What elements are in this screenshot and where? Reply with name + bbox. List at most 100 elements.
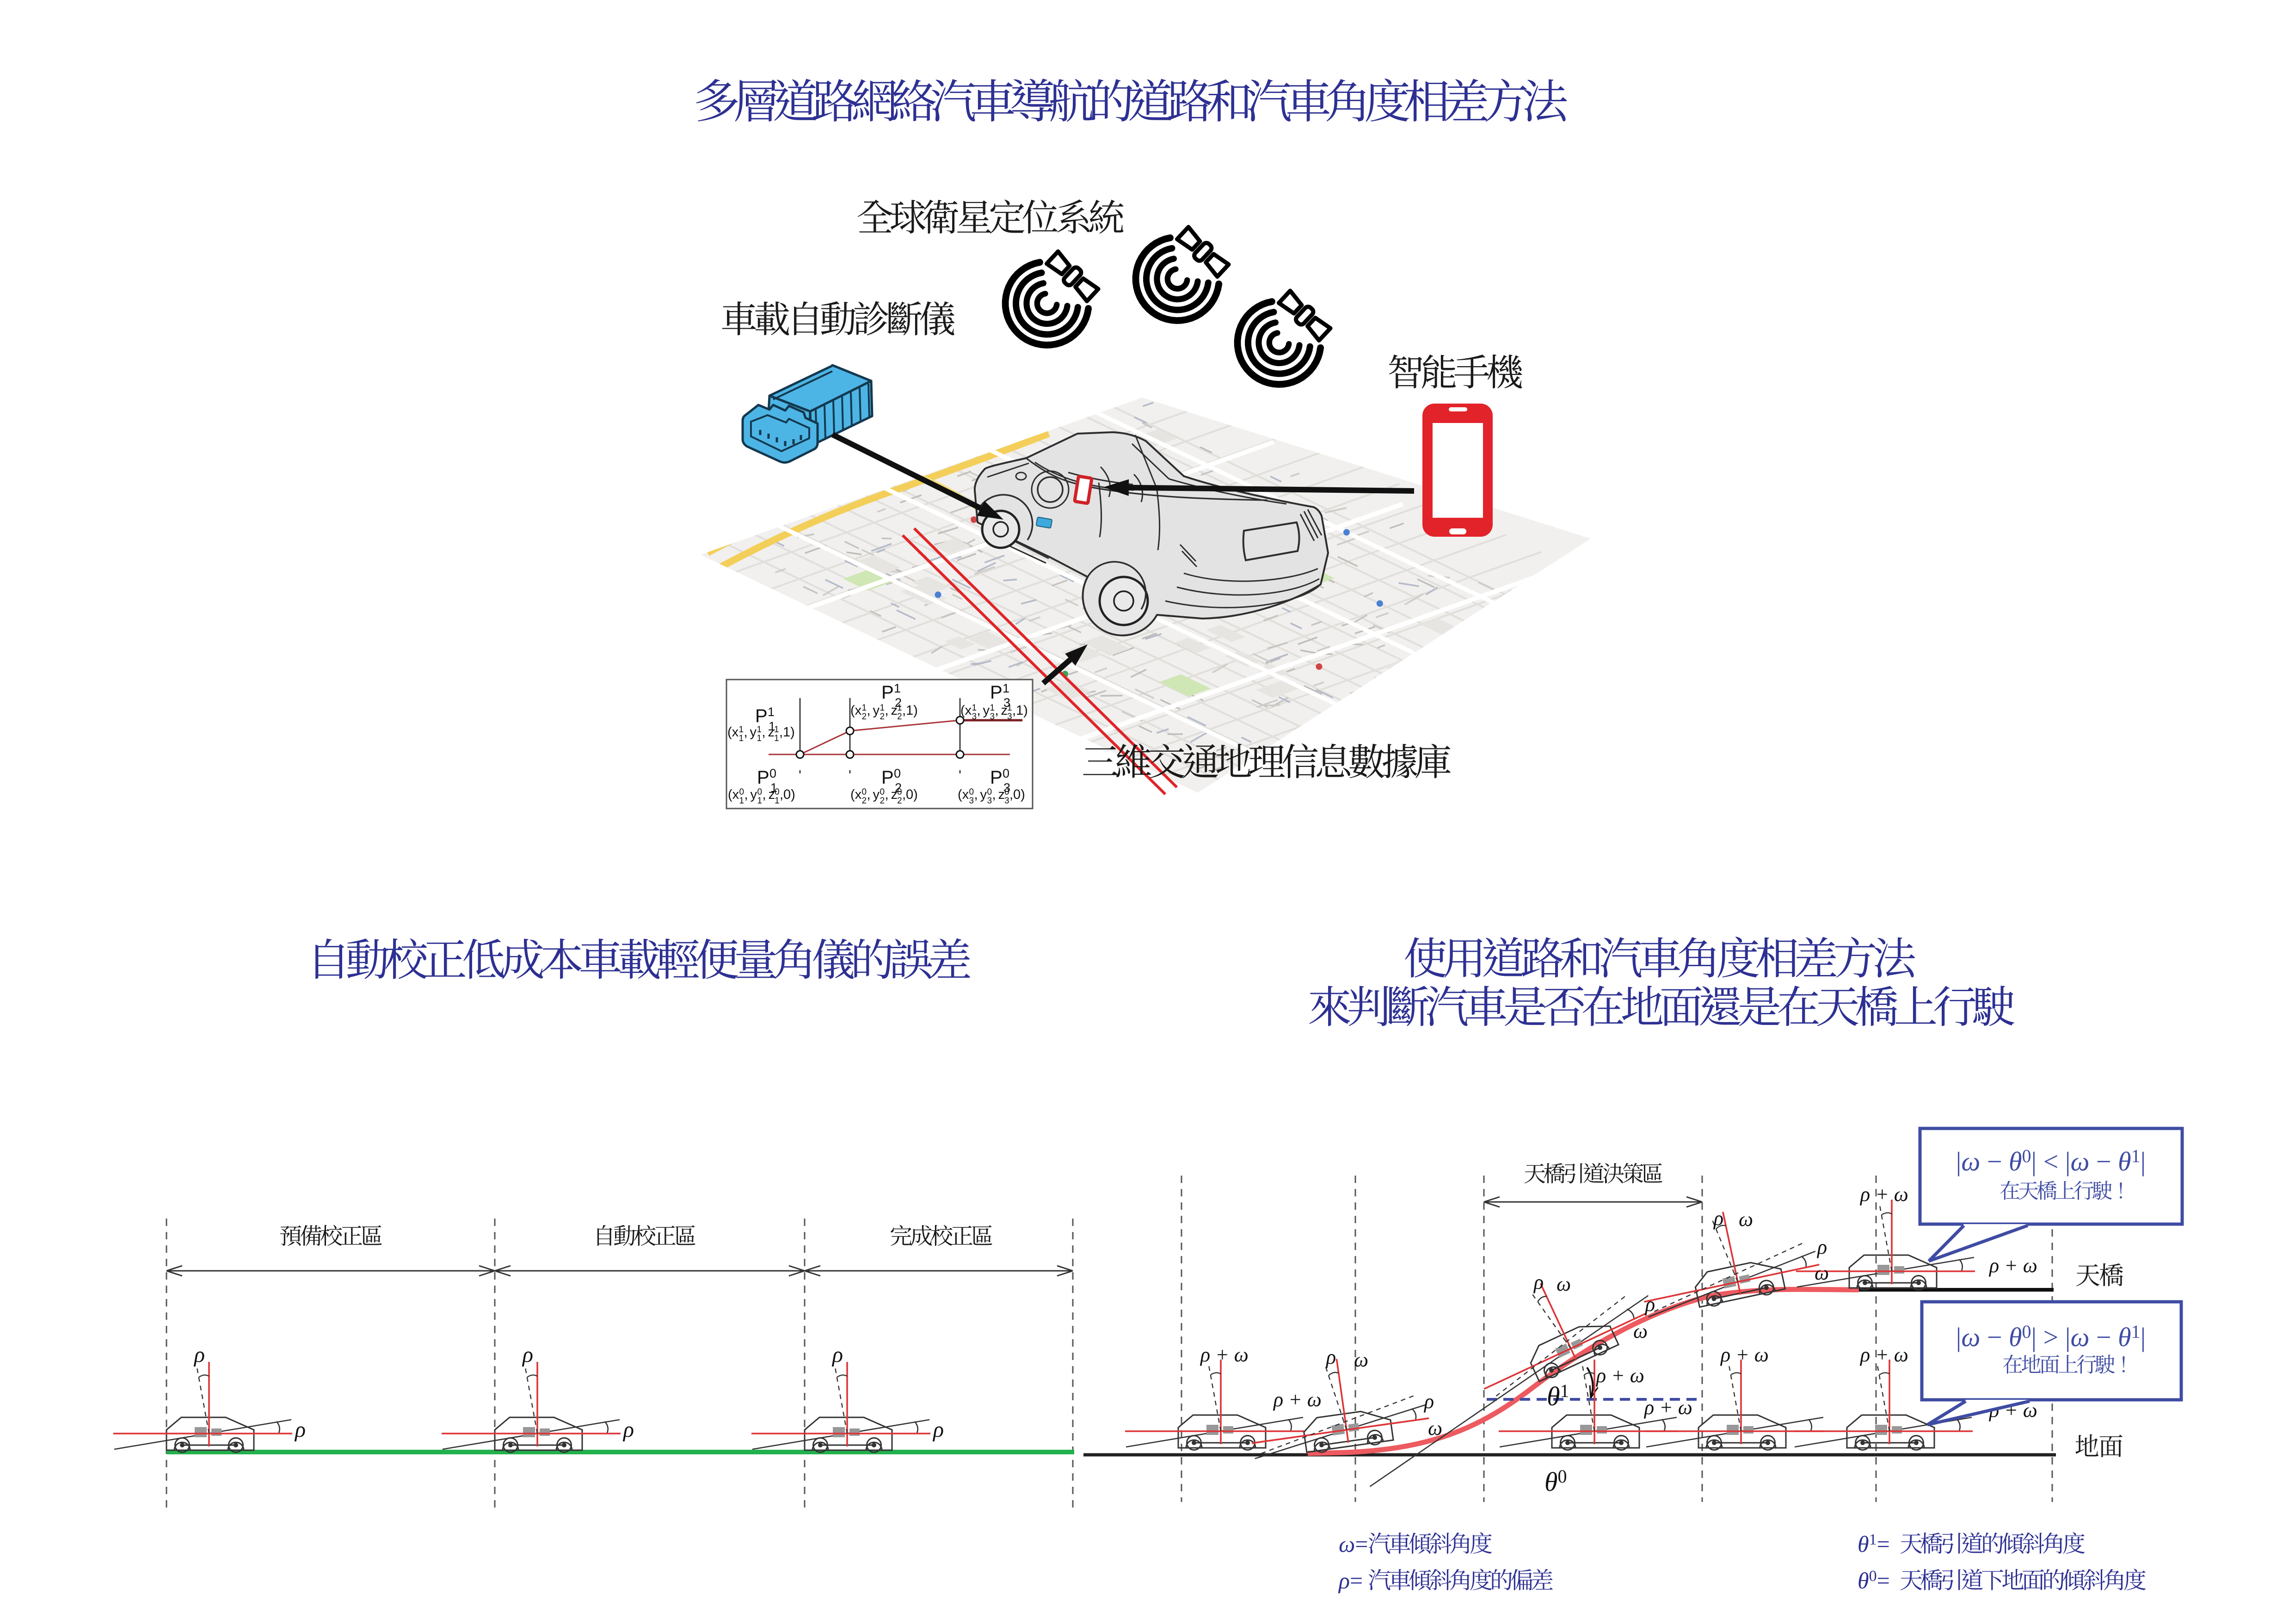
- svg-text:0: 0: [880, 787, 885, 797]
- svg-text:2: 2: [897, 712, 902, 722]
- svg-text:ρ + ω: ρ + ω: [1859, 1343, 1908, 1366]
- svg-text:ω: ω: [1428, 1417, 1442, 1440]
- svg-text:(x: (x: [728, 787, 739, 802]
- svg-text:3: 3: [987, 796, 992, 806]
- svg-text:1: 1: [972, 703, 977, 713]
- svg-text:,1): ,1): [902, 703, 918, 718]
- svg-text:,0): ,0): [780, 787, 795, 802]
- svg-text:y: y: [873, 787, 880, 802]
- svg-text:ρ + ω: ρ + ω: [1720, 1343, 1769, 1366]
- svg-text:ρ: ρ: [193, 1342, 205, 1367]
- svg-text:1: 1: [990, 703, 995, 713]
- svg-text:ω: ω: [1815, 1262, 1829, 1284]
- svg-text:y: y: [873, 703, 880, 718]
- svg-text:ρ: ρ: [1713, 1207, 1723, 1230]
- svg-text:1: 1: [757, 734, 762, 743]
- svg-text:0: 0: [987, 787, 992, 797]
- svg-text:1: 1: [757, 725, 762, 735]
- svg-text:,: ,: [867, 703, 871, 718]
- svg-text:0: 0: [897, 787, 902, 797]
- svg-text:,: ,: [867, 787, 871, 802]
- svg-text:z: z: [891, 703, 898, 718]
- svg-text:ρ + ω: ρ + ω: [1595, 1364, 1644, 1387]
- svg-text:0: 0: [739, 787, 744, 797]
- svg-text:1: 1: [739, 734, 744, 743]
- svg-text:ρ + ω: ρ + ω: [1643, 1396, 1692, 1419]
- svg-text:ρ + ω: ρ + ω: [1273, 1388, 1322, 1411]
- svg-text:2: 2: [862, 796, 867, 806]
- svg-text:y: y: [751, 787, 757, 802]
- svg-text:3: 3: [969, 796, 974, 806]
- svg-text:2: 2: [897, 796, 902, 806]
- svg-text:3: 3: [1004, 796, 1009, 806]
- svg-text:0: 0: [1003, 766, 1009, 780]
- svg-text:z: z: [769, 787, 775, 802]
- svg-text:ρ: ρ: [831, 1342, 843, 1367]
- svg-text:(x: (x: [960, 703, 972, 718]
- svg-text:ρ: ρ: [1533, 1271, 1544, 1293]
- svg-text:,: ,: [995, 703, 999, 718]
- svg-text:1: 1: [894, 681, 901, 695]
- svg-text:3: 3: [990, 712, 995, 722]
- svg-text:y: y: [980, 787, 987, 802]
- svg-text:ρ + ω: ρ + ω: [1859, 1183, 1908, 1206]
- svg-text:ρ + ω: ρ + ω: [1200, 1343, 1249, 1366]
- svg-text:,: ,: [977, 703, 981, 718]
- svg-text:2: 2: [880, 712, 885, 722]
- svg-text:1: 1: [862, 703, 867, 713]
- svg-text:P: P: [990, 767, 1003, 788]
- svg-text:2: 2: [862, 712, 867, 722]
- svg-text:z: z: [891, 787, 898, 802]
- svg-text:ρ + ω: ρ + ω: [1988, 1254, 2037, 1277]
- svg-text:1: 1: [768, 705, 775, 719]
- svg-text:1: 1: [739, 725, 744, 735]
- svg-text:,: ,: [744, 725, 748, 740]
- svg-text:1: 1: [880, 703, 885, 713]
- svg-text:P: P: [881, 767, 894, 788]
- svg-text:P: P: [990, 682, 1003, 703]
- svg-text:ω: ω: [1557, 1273, 1571, 1295]
- svg-text:|ω − θ0| > |ω − θ1|: |ω − θ0| > |ω − θ1|: [1956, 1321, 2146, 1352]
- svg-text:0: 0: [969, 787, 974, 797]
- svg-text:ρ: ρ: [1644, 1293, 1655, 1316]
- svg-text:z: z: [768, 725, 775, 740]
- svg-text:0: 0: [757, 787, 763, 797]
- svg-text:,1): ,1): [779, 725, 795, 740]
- svg-text:,: ,: [885, 703, 889, 718]
- svg-text:(x: (x: [850, 787, 862, 802]
- svg-text:z: z: [1001, 703, 1008, 718]
- svg-text:,: ,: [763, 787, 766, 802]
- svg-text:ω: ω: [1354, 1348, 1368, 1371]
- svg-text:,0): ,0): [1009, 787, 1025, 802]
- svg-text:1: 1: [774, 725, 779, 735]
- svg-text:,0): ,0): [902, 787, 918, 802]
- svg-text:1: 1: [775, 796, 780, 806]
- svg-text:1: 1: [897, 703, 902, 713]
- svg-text:P: P: [755, 706, 768, 726]
- svg-text:ρ=: ρ=: [1338, 1568, 1363, 1593]
- svg-text:ρ: ρ: [1423, 1390, 1434, 1413]
- svg-text:0: 0: [769, 766, 776, 780]
- svg-text:,: ,: [762, 725, 766, 740]
- svg-text:1: 1: [757, 796, 763, 806]
- svg-text:P: P: [881, 682, 894, 703]
- svg-text:0: 0: [1004, 787, 1009, 797]
- svg-text:P: P: [757, 767, 769, 788]
- svg-text:|ω − θ0| < |ω − θ1|: |ω − θ0| < |ω − θ1|: [1956, 1146, 2146, 1177]
- svg-text:ρ: ρ: [522, 1342, 533, 1367]
- svg-text:,: ,: [744, 787, 748, 802]
- svg-text:ρ: ρ: [1816, 1236, 1827, 1258]
- svg-text:y: y: [983, 703, 990, 718]
- svg-text:ρ: ρ: [1325, 1346, 1336, 1368]
- svg-text:3: 3: [1007, 712, 1012, 722]
- svg-text:1: 1: [1003, 681, 1009, 695]
- svg-text:0: 0: [862, 787, 867, 797]
- svg-text:3: 3: [972, 712, 977, 722]
- svg-text:z: z: [998, 787, 1005, 802]
- svg-text:y: y: [750, 725, 757, 740]
- svg-text:,1): ,1): [1012, 703, 1028, 718]
- svg-text:ω: ω: [1633, 1320, 1648, 1342]
- svg-text:0: 0: [894, 766, 901, 780]
- svg-text:ρ: ρ: [932, 1417, 944, 1442]
- svg-text:,: ,: [974, 787, 978, 802]
